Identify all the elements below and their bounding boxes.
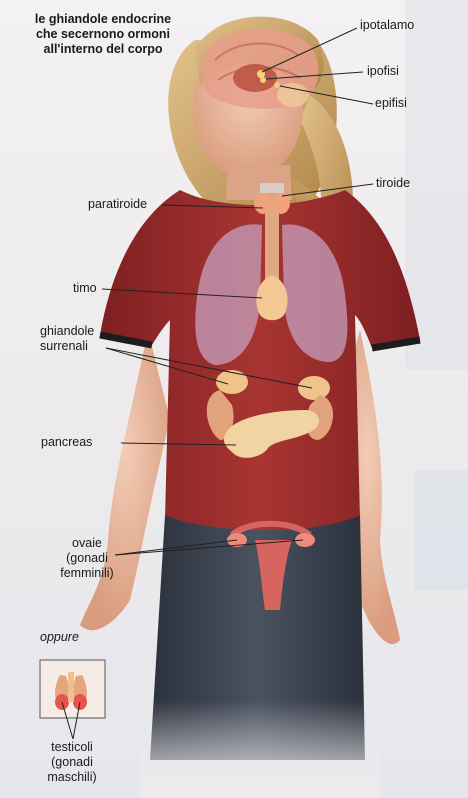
- label-ghiandole-line2: surrenali: [40, 339, 130, 354]
- label-testicoli: testicoli (gonadi maschili): [36, 740, 108, 785]
- label-oppure: oppure: [40, 630, 79, 645]
- brain: [202, 29, 318, 109]
- label-testicoli-line2: (gonadi: [36, 755, 108, 770]
- testicoli-inset: [40, 660, 105, 718]
- label-testicoli-line1: testicoli: [36, 740, 108, 755]
- left-arm: [80, 330, 170, 630]
- label-ovaie-line2: (gonadi: [52, 551, 122, 566]
- label-ghiandole-line1: ghiandole: [40, 324, 130, 339]
- label-epifisi: epifisi: [375, 96, 407, 111]
- label-paratiroide: paratiroide: [88, 197, 147, 212]
- label-timo: timo: [73, 281, 97, 296]
- label-pancreas: pancreas: [41, 435, 92, 450]
- background-page-fragments: [405, 0, 468, 590]
- label-ghiandole-surrenali: ghiandole surrenali: [40, 324, 130, 354]
- title-line-3: all'interno del corpo: [18, 42, 188, 57]
- label-ovaie-line3: femminili): [52, 566, 122, 581]
- title-line-1: le ghiandole endocrine: [18, 12, 188, 27]
- label-ovaie: ovaie (gonadi femminili): [52, 536, 122, 581]
- title-line-2: che secernono ormoni: [18, 27, 188, 42]
- diagram-title: le ghiandole endocrine che secernono orm…: [18, 12, 188, 57]
- label-ovaie-line1: ovaie: [52, 536, 122, 551]
- label-testicoli-line3: maschili): [36, 770, 108, 785]
- label-ipofisi: ipofisi: [367, 64, 399, 79]
- label-ipotalamo: ipotalamo: [360, 18, 414, 33]
- label-tiroide: tiroide: [376, 176, 410, 191]
